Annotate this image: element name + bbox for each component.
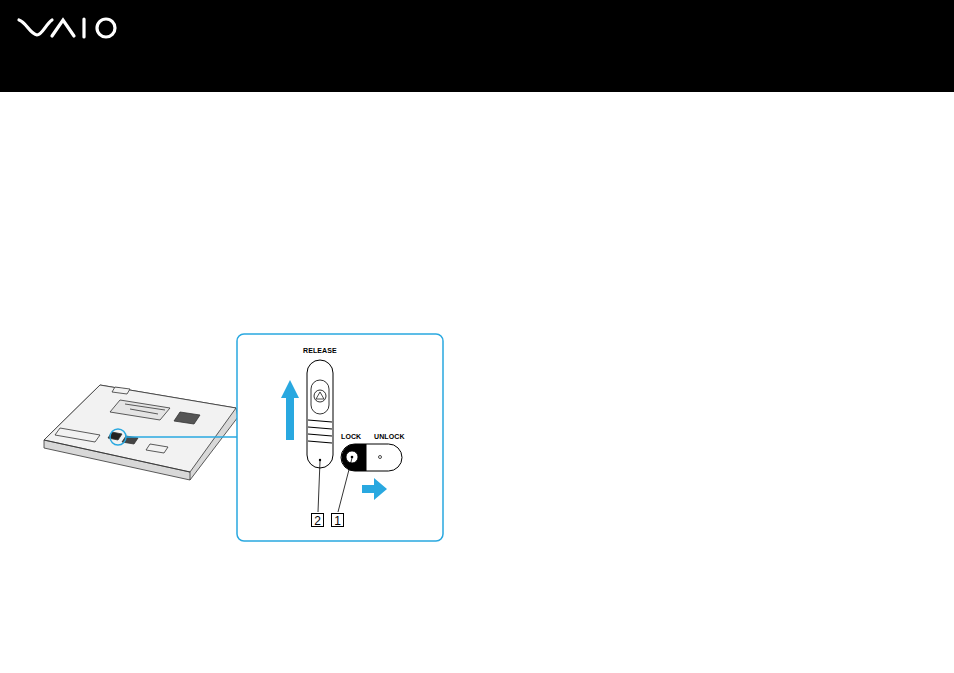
part-label: UNLOCK (374, 433, 405, 440)
callout-number: 1 (331, 513, 344, 527)
detail-leader (126, 436, 237, 438)
callout-number: 2 (311, 513, 324, 527)
vaio-logo (19, 19, 115, 37)
release-latch (307, 360, 333, 468)
inset-frame (237, 334, 443, 541)
header-bar (0, 0, 954, 92)
up-arrow (281, 380, 299, 440)
laptop-figure (44, 385, 238, 480)
leader-line (318, 461, 320, 512)
detail-circle (110, 429, 126, 445)
leader-line (338, 458, 352, 512)
lock-switch (341, 444, 402, 471)
part-label: RELEASE (303, 347, 337, 354)
right-arrow (362, 478, 387, 500)
part-label: LOCK (341, 433, 361, 440)
